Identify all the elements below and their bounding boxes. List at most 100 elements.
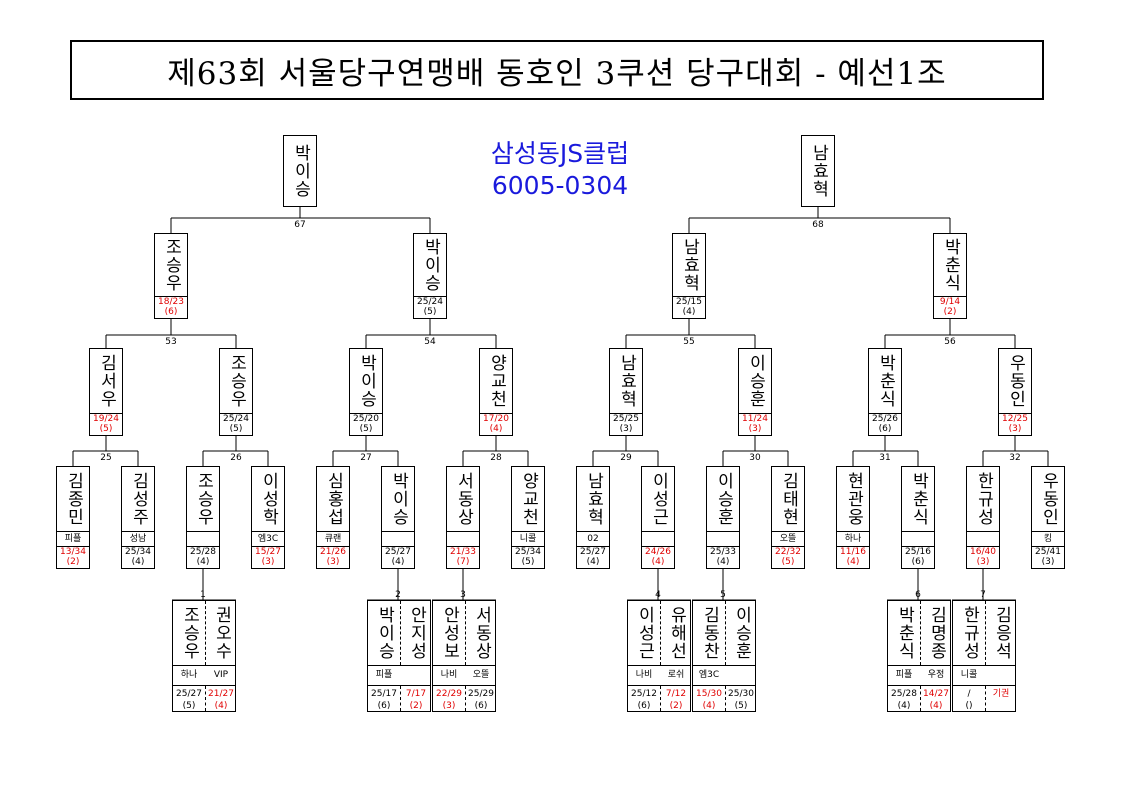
rank-value: (4): [702, 701, 716, 711]
score-row: 25/28(4)14/27(4): [887, 686, 951, 712]
rank-value: (2): [943, 307, 957, 317]
player-name: 현관웅: [843, 472, 864, 526]
club-cell: 하나: [180, 670, 198, 680]
score-cell: 25/12(6): [628, 686, 660, 713]
club-cell: 02: [576, 532, 610, 547]
dashed-divider: [725, 601, 726, 665]
club-cell: [381, 532, 415, 547]
score-value: 25/24: [223, 414, 249, 424]
score-box: 15/27(3): [251, 547, 285, 569]
club-cell: 피플: [895, 670, 913, 680]
match-number: 1: [200, 590, 206, 600]
rank-value: (3): [1041, 557, 1055, 567]
player-name: 박이승: [388, 472, 409, 526]
player-name: 우동인: [1005, 354, 1026, 408]
score-box: 25/34(4): [121, 547, 155, 569]
score-box: 11/16(4): [836, 547, 870, 569]
match-number: 53: [165, 337, 177, 347]
score-value: 21/33: [450, 547, 476, 557]
score-value: 25/20: [353, 414, 379, 424]
player-name-box: 한규성: [966, 466, 1000, 532]
score-box: 25/41(3): [1031, 547, 1065, 569]
player-name: 유해선: [666, 606, 687, 660]
dashed-divider: [660, 601, 661, 665]
quarterfinal-name-box: 남효혁: [609, 348, 643, 414]
prelim-pair-box: 박이승 안지성: [367, 600, 431, 666]
rank-value: (6): [377, 701, 391, 711]
player-name: 남효혁: [583, 472, 604, 526]
player-name: 박이승: [420, 238, 441, 292]
club-cell: [725, 666, 757, 685]
club-cell: 엠3C: [698, 670, 720, 680]
club-cell: [966, 532, 1000, 547]
score-value: 12/25: [1002, 414, 1028, 424]
player-name: 박이승: [374, 606, 395, 660]
prelim-player: 안성보: [433, 601, 465, 665]
dashed-divider: [205, 686, 206, 711]
prelim-player: 유해선: [660, 601, 692, 665]
rank-value: (5): [182, 701, 196, 711]
match-number: 26: [230, 453, 242, 463]
rank-value: (2): [409, 701, 423, 711]
score-value: 25/27: [385, 547, 411, 557]
quarterfinal-name-box: 이승훈: [738, 348, 772, 414]
rank-value: (): [965, 701, 973, 711]
score-box: 21/26(3): [316, 547, 350, 569]
player-name-box: 김태현: [771, 466, 805, 532]
rank-value: (6): [474, 701, 488, 711]
player-name: 안지성: [406, 606, 427, 660]
match-number: 32: [1009, 453, 1021, 463]
rank-value: (4): [846, 557, 860, 567]
player-name: 박이승: [290, 144, 311, 198]
club-info: 삼성동JS클럽 6005-0304: [440, 138, 680, 202]
match-number: 67: [294, 220, 306, 230]
score-box: 25/26(6): [868, 414, 902, 436]
score-box: 25/25(3): [609, 414, 643, 436]
score-box: 25/20(5): [349, 414, 383, 436]
rank-value: (4): [716, 557, 730, 567]
score-value: 25/28: [190, 547, 216, 557]
dashed-divider: [205, 601, 206, 665]
rank-value: (5): [734, 701, 748, 711]
player-name: 조승우: [161, 238, 182, 292]
score-cell: 22/29(3): [433, 686, 465, 713]
club-cell: 나비: [440, 670, 458, 680]
rank-value: (3): [976, 557, 990, 567]
player-name: 한규성: [959, 606, 980, 660]
rank-value: (3): [748, 424, 762, 434]
match-number: 6: [915, 590, 921, 600]
rank-value: (7): [456, 557, 470, 567]
score-value: 7/17: [405, 689, 427, 699]
finalist-name-box: 박이승: [283, 135, 317, 207]
score-value: 25/17: [371, 689, 397, 699]
player-name: 이성근: [634, 606, 655, 660]
rank-value: (3): [261, 557, 275, 567]
match-number: 55: [683, 337, 695, 347]
club-cell: 킹: [1031, 532, 1065, 547]
semifinal-name-box: 박이승: [413, 233, 447, 297]
dashed-divider: [400, 601, 401, 665]
score-cell: 25/17 (6): [368, 686, 400, 713]
score-cell: 14/27(4): [920, 686, 952, 713]
rank-value: (4): [651, 557, 665, 567]
club-phone: 6005-0304: [491, 171, 629, 200]
player-name: 이성근: [648, 472, 669, 526]
score-row: 15/30(4)25/30(5): [692, 686, 756, 712]
club-cell: 피플: [375, 670, 393, 680]
quarterfinal-name-box: 조승우: [219, 348, 253, 414]
score-box: 11/24(3): [738, 414, 772, 436]
player-name: 이승훈: [745, 354, 766, 408]
club-cell: 엠3C: [251, 532, 285, 547]
score-cell: 25/29(6): [465, 686, 497, 713]
rank-value: (6): [637, 701, 651, 711]
score-cell: 21/27(4): [205, 686, 237, 713]
score-box: 25/24(5): [413, 297, 447, 319]
title-box: 제63회 서울당구연맹배 동호인 3쿠션 당구대회 - 예선1조: [70, 40, 1044, 100]
score-row: 25/17 (6) 7/17 (2): [367, 686, 431, 712]
score-value: 18/23: [158, 297, 184, 307]
prelim-player: 박이승: [368, 601, 400, 665]
player-name: 김응석: [991, 606, 1012, 660]
